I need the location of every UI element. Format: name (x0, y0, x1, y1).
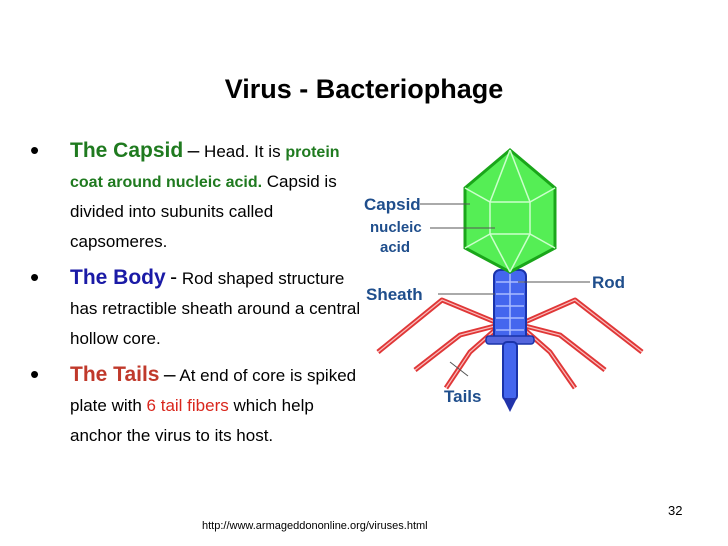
page-number: 32 (668, 503, 683, 518)
bullet-dot-icon: • (30, 135, 40, 165)
tails-pointer (449, 361, 469, 377)
capsid-text: Head. It is (199, 142, 286, 161)
rod-tip-shape (502, 341, 518, 401)
label-tails: Tails (444, 387, 481, 406)
label-acid: acid (380, 239, 410, 256)
bullet-body: • The Body - Rod shaped structure has re… (30, 263, 370, 354)
bullet-dot-icon: • (30, 359, 40, 389)
body-term: The Body (70, 266, 166, 289)
capsid-term: The Capsid (70, 139, 184, 162)
body-text: Rod shaped structure has retractible she… (70, 269, 361, 348)
tail-fiber-left-mid (413, 323, 496, 372)
slide-title: Virus - Bacteriophage (224, 74, 504, 104)
tails-emphasis: 6 tail fibers (146, 396, 229, 415)
label-sheath: Sheath (366, 285, 423, 304)
bacteriophage-diagram: Capsid nucleic acid Sheath Rod Tails (364, 148, 644, 412)
source-url: http://www.armageddononline.org/viruses.… (202, 520, 428, 532)
capsid-shape (463, 148, 557, 274)
tails-term: The Tails (70, 363, 160, 386)
bullet-tails: • The Tails – At end of core is spiked p… (30, 360, 370, 451)
pointer-lines (420, 203, 590, 377)
tails-text-2: which help anchor the virus to its host. (70, 396, 314, 445)
tail-fibers-highlight (377, 299, 643, 389)
label-capsid: Capsid (364, 195, 421, 214)
bullet-dot-icon: • (30, 262, 40, 292)
bullet-capsid: • The Capsid – Head. It is protein coat … (30, 136, 370, 257)
tails-separator: – (163, 363, 176, 386)
rod-tip-point (503, 398, 517, 412)
label-rod: Rod (592, 273, 625, 292)
body-separator: - (170, 266, 178, 289)
capsid-text-2: Capsid is divided into subunits called c… (70, 172, 337, 251)
tail-fiber-right-mid (524, 323, 607, 372)
capsid-separator: – (187, 139, 200, 162)
capsid-emphasis: protein coat around nucleic acid. (70, 144, 340, 191)
sheath-segments (496, 274, 524, 340)
bullet-list: • The Capsid – Head. It is protein coat … (30, 136, 370, 457)
label-nucleic: nucleic (370, 219, 422, 236)
tails-text: At end of core is spiked plate with (70, 366, 357, 415)
capsid-facets (464, 149, 556, 273)
